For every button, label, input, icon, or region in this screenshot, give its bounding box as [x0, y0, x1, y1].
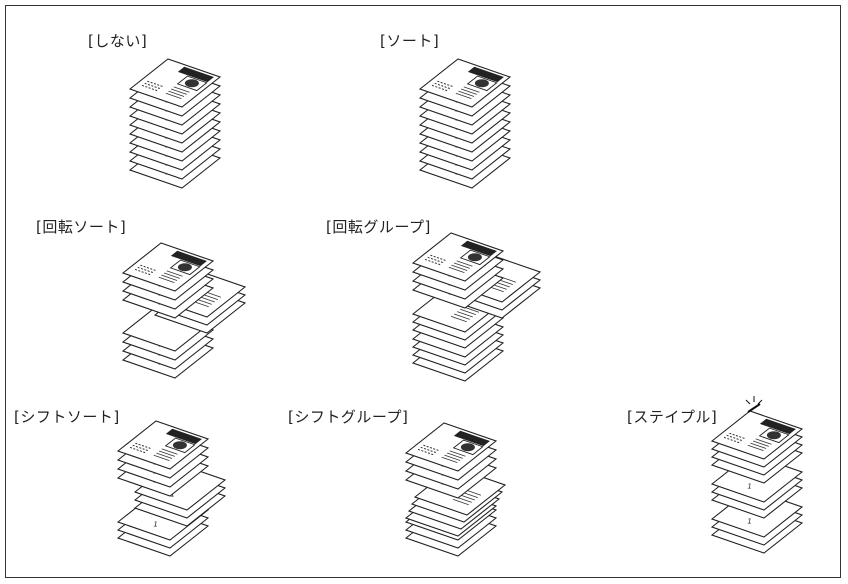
paper-sheet: [404, 422, 498, 472]
staple-icon: [745, 396, 763, 413]
page-number: 1: [153, 521, 157, 529]
paper-stack-none: 333222111: [128, 58, 222, 189]
paper-stack-staple: 111111111: [710, 396, 804, 554]
paper-sheet: [418, 58, 512, 108]
paper-stack-rotate-sort: 321321: [121, 242, 247, 379]
label-rotate-group: [回転グループ]: [326, 218, 431, 236]
paper-sheet: [121, 242, 215, 292]
paper-sheet: [411, 232, 505, 282]
paper-stack-shift-sort: 321321321: [116, 420, 227, 557]
paper-stack-shift-group: 333111: [404, 422, 507, 557]
label-shift-group: [シフトグループ]: [288, 408, 409, 426]
paper-sheet: [128, 58, 222, 108]
label-staple: [ステイプル]: [627, 408, 718, 426]
paper-stack-sort: 321321321: [418, 58, 512, 189]
page-number: 1: [747, 518, 751, 526]
label-sort: [ソート]: [380, 32, 440, 50]
label-shift-sort: [シフトソート]: [14, 408, 120, 426]
paper-sheet: [710, 410, 804, 460]
label-none: [しない]: [88, 32, 148, 50]
paper-stack-rotate-group: 333111: [411, 232, 542, 382]
page-number: 1: [747, 483, 751, 491]
label-rotate-sort: [回転ソート]: [36, 218, 127, 236]
paper-sheet: [116, 420, 210, 470]
